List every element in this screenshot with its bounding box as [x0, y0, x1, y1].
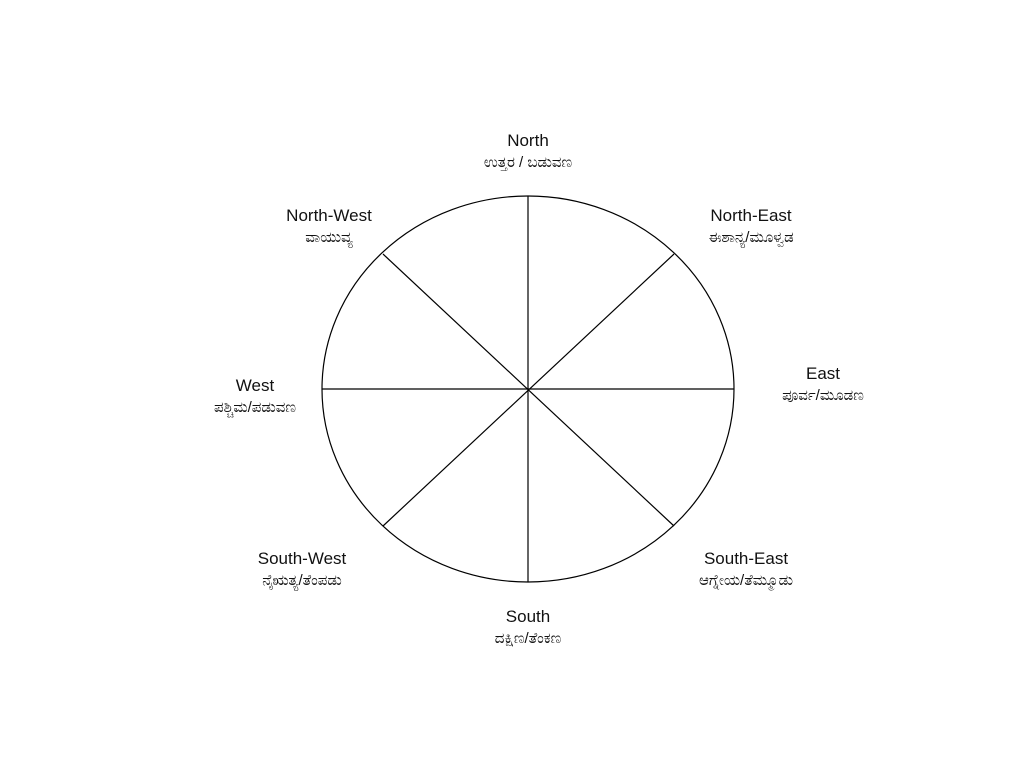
- label-west: West ಪಶ್ಚಿಮ/ಪಡುವಣ: [214, 375, 296, 419]
- label-north-west-en: North-West: [286, 206, 372, 225]
- label-east: East ಪೂರ್ವ/ಮೂಡಣ: [782, 363, 864, 407]
- label-north-east-kn: ಈಶಾನ್ಯ/ಮೂಳ್ವಡ: [708, 229, 794, 246]
- label-south-west-kn: ನೈಋತ್ಯ/ತೆಂಪಡು: [262, 572, 342, 589]
- northeast-southwest-line: [382, 253, 675, 527]
- label-north-en: North: [507, 131, 549, 150]
- label-east-en: East: [805, 364, 841, 383]
- label-south-kn: ದಕ್ಷಿಣ/ತೆಂಕಣ: [494, 630, 562, 647]
- label-north-east: North-East ಈಶಾನ್ಯ/ಮೂಳ್ವಡ: [708, 205, 793, 249]
- label-west-kn: ಪಶ್ಚಿಮ/ಪಡುವಣ: [214, 399, 296, 416]
- label-west-en: West: [235, 376, 275, 395]
- label-north-west-kn: ವಾಯುವ್ಯ: [305, 229, 353, 246]
- label-south-east-en: South-East: [703, 549, 789, 568]
- label-north-east-en: North-East: [710, 206, 792, 225]
- label-south-east-kn: ಆಗ್ನೇಯ/ತೆಮ್ಮೂಡು: [699, 572, 793, 589]
- label-south-west-en: South-West: [257, 549, 347, 568]
- label-north: North ಉತ್ತರ / ಬಡುವಣ: [484, 130, 572, 174]
- label-east-kn: ಪೂರ್ವ/ಮೂಡಣ: [782, 387, 864, 404]
- label-north-west: North-West ವಾಯುವ್ಯ: [286, 205, 372, 249]
- label-south-west: South-West ನೈಋತ್ಯ/ತೆಂಪಡು: [258, 548, 347, 592]
- label-south-east: South-East ಆಗ್ನೇಯ/ತೆಮ್ಮೂಡು: [699, 548, 793, 592]
- label-south-en: South: [505, 607, 551, 626]
- label-north-kn: ಉತ್ತರ / ಬಡುವಣ: [483, 154, 573, 171]
- label-south: South ದಕ್ಷಿಣ/ತೆಂಕಣ: [495, 606, 561, 650]
